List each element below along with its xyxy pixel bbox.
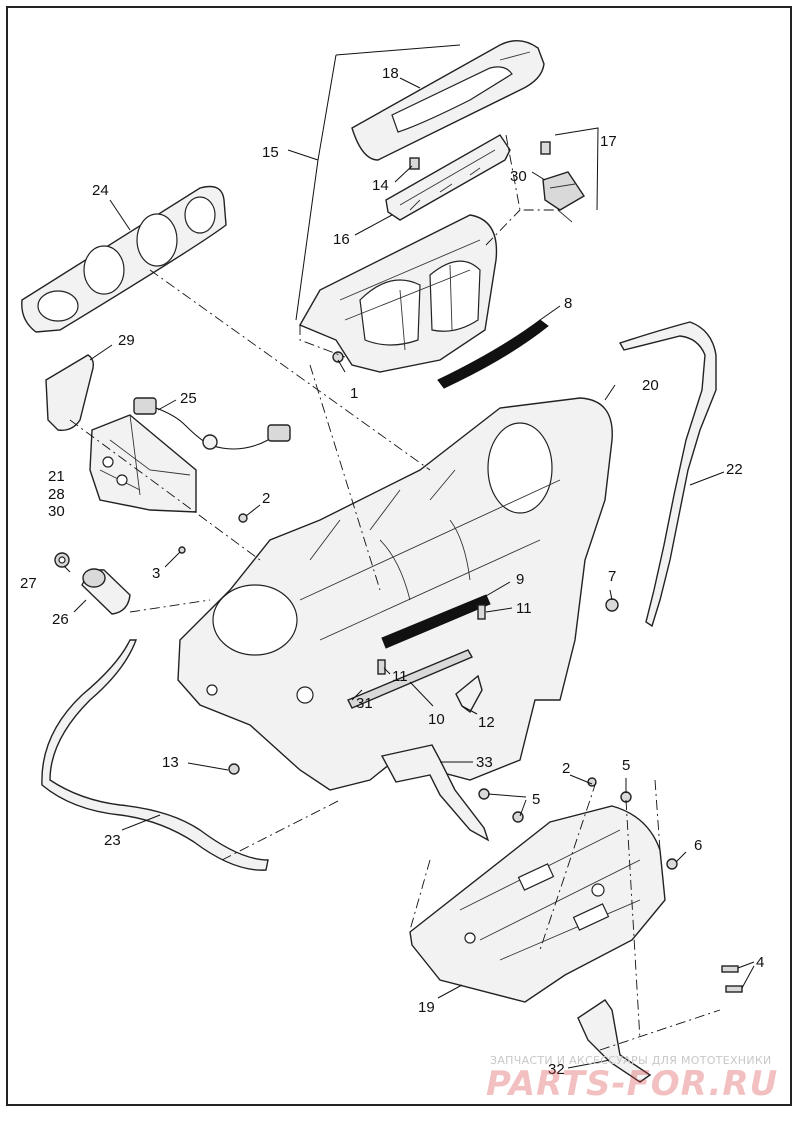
- part-5-nut-left-b: [512, 811, 524, 823]
- part-18-top-cover: [351, 40, 545, 161]
- part-21-module: [89, 414, 197, 513]
- callout-23: 23: [104, 832, 121, 849]
- part-27-grommet: [54, 552, 70, 568]
- callout-16: 16: [333, 231, 350, 248]
- callout-13: 13: [162, 754, 179, 771]
- part-10-strip: [347, 649, 473, 709]
- part-3-screw: [178, 546, 186, 554]
- callout-1: 1: [350, 385, 358, 402]
- callout-20: 20: [642, 377, 659, 394]
- part-8-seal-strip: [437, 319, 549, 389]
- part-16-bracket: [385, 134, 511, 221]
- callout-32: 32: [548, 1061, 565, 1078]
- diagram-frame: [6, 6, 792, 1106]
- callout-2-lower: 2: [562, 760, 570, 777]
- watermark-tagline: ЗАПЧАСТИ И АКСЕССУАРЫ ДЛЯ МОТОТЕХНИКИ: [490, 1054, 772, 1067]
- callout-9: 9: [516, 571, 524, 588]
- callout-24: 24: [92, 182, 109, 199]
- part-17-switch: [540, 141, 585, 223]
- part-13-fastener: [228, 763, 240, 775]
- callout-18: 18: [382, 65, 399, 82]
- callout-8: 8: [564, 295, 572, 312]
- callout-22: 22: [726, 461, 743, 478]
- callout-30-left: 30: [48, 503, 65, 520]
- part-23-edge-trim: [41, 639, 269, 871]
- part-25-wiring-harness: [133, 397, 291, 450]
- part-11-clip-upper: [477, 604, 486, 620]
- callout-15: 15: [262, 144, 279, 161]
- part-15-inner-bezel: [298, 214, 498, 373]
- callout-2-upper: 2: [262, 490, 270, 507]
- part-32-bracket: [577, 999, 652, 1083]
- callout-11-lower: 11: [392, 668, 408, 685]
- callout-4: 4: [756, 954, 764, 971]
- part-6-nut: [666, 858, 678, 870]
- callout-33: 33: [476, 754, 493, 771]
- part-26-cylinder: [81, 568, 131, 615]
- callout-6: 6: [694, 837, 702, 854]
- callout-10: 10: [428, 711, 445, 728]
- callout-17: 17: [600, 133, 617, 150]
- part-29-gasket: [45, 354, 95, 431]
- part-19-mounting-plate: [409, 805, 666, 1003]
- callout-29: 29: [118, 332, 135, 349]
- callout-7: 7: [608, 568, 616, 585]
- part-9-seal-strip: [381, 594, 491, 649]
- part-14-clip: [409, 157, 420, 170]
- part-22-edge-trim: [618, 321, 717, 628]
- watermark-brand: PARTS-FOR.RU: [486, 1064, 779, 1104]
- part-12-bracket: [455, 674, 483, 714]
- callout-11-upper: 11: [516, 600, 532, 617]
- callout-labels: 1 2 2 3 4 5 5 6 7 8 9 10 11 11 12 13 14 …: [20, 65, 764, 1078]
- part-4-bolt-a: [721, 965, 739, 973]
- part-33-bracket: [380, 744, 490, 842]
- callout-27: 27: [20, 575, 37, 592]
- callout-30-right: 30: [510, 168, 527, 185]
- leader-lines: [63, 44, 755, 1069]
- part-11-clip-lower: [377, 659, 386, 675]
- part-5-nut-left-a: [478, 788, 490, 800]
- callout-5-left: 5: [532, 791, 540, 808]
- part-4-bolt-b: [725, 985, 743, 993]
- callout-25: 25: [180, 390, 197, 407]
- assembly-lines: [69, 134, 721, 1051]
- callout-31: 31: [356, 695, 373, 712]
- callout-12: 12: [478, 714, 495, 731]
- callout-19: 19: [418, 999, 435, 1016]
- callout-5-right: 5: [622, 757, 630, 774]
- callout-26: 26: [52, 611, 69, 628]
- part-24-gauge-trim: [21, 185, 227, 333]
- part-2-screw-upper: [238, 513, 248, 523]
- part-20-inner-fairing: [177, 397, 613, 791]
- callout-14: 14: [372, 177, 389, 194]
- callout-21: 21: [48, 468, 65, 485]
- part-7-fastener: [605, 598, 619, 612]
- part-1-screw: [332, 351, 344, 363]
- callout-3: 3: [152, 565, 160, 582]
- callout-28: 28: [48, 486, 65, 503]
